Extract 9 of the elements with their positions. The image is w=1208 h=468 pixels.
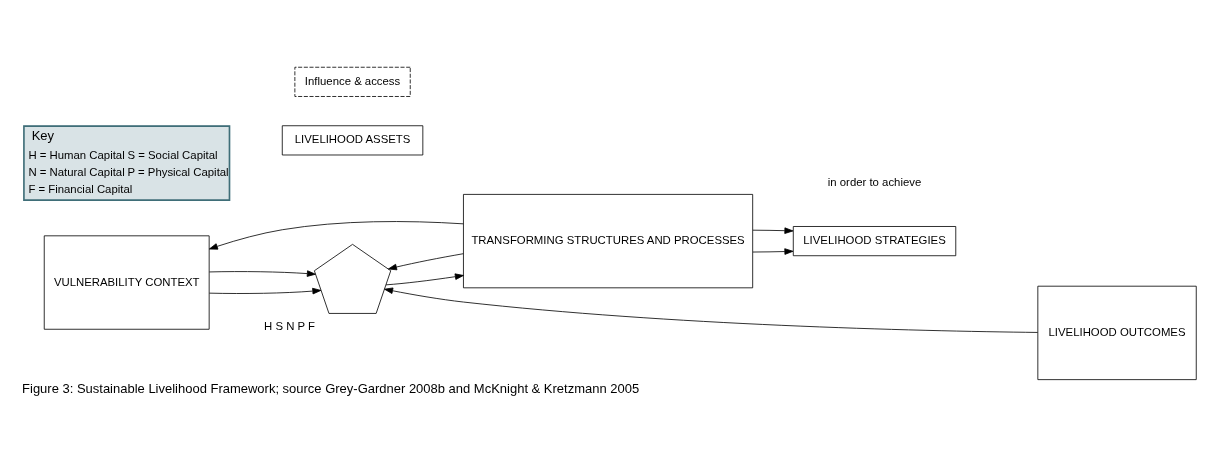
label: F = Financial Capital <box>28 183 133 196</box>
label: S = Social Capital <box>127 149 218 162</box>
label: H = Human Capital <box>28 149 125 162</box>
label: P = Physical Capital <box>127 166 229 179</box>
label: N = Natural Capital <box>28 166 125 179</box>
caption: Figure 3: Sustainable Livelihood Framework; source Grey-Gardner 2008b and McKnight & Kretzmann 2005 <box>22 381 640 397</box>
label: Key <box>31 128 55 144</box>
label: in order to achieve <box>827 175 922 188</box>
node-label: H S N P F <box>264 319 316 332</box>
